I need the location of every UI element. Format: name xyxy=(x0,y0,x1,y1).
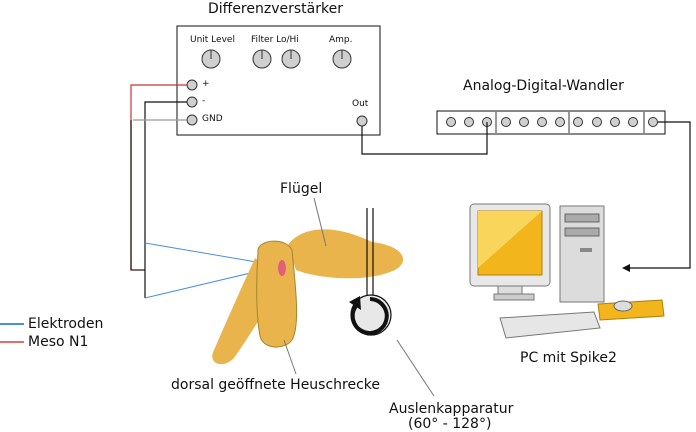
unit-level-knob xyxy=(201,49,221,69)
apparatus-range: (60° - 128°) xyxy=(408,416,492,432)
unit-level-label: Unit Level xyxy=(190,35,235,45)
computer-label: PC mit Spike2 xyxy=(520,350,617,366)
amp-knob xyxy=(332,49,352,69)
amplifier-title: Differenzverstärker xyxy=(208,1,343,17)
amplifier-box xyxy=(176,25,381,136)
wing-shape xyxy=(288,229,404,279)
legend-electrodes-label: Elektroden xyxy=(28,316,104,332)
rotation-arrowhead xyxy=(349,296,361,310)
plus-input-label: + xyxy=(202,79,210,89)
adc-to-pc-arrowhead xyxy=(622,264,630,272)
filter-hi-knob xyxy=(281,49,301,69)
gnd-input-label: GND xyxy=(202,114,223,124)
out-jack xyxy=(356,115,368,127)
legend-meso-label: Meso N1 xyxy=(28,334,89,350)
body-label: dorsal geöffnete Heuschrecke xyxy=(171,377,381,393)
minus-wire xyxy=(144,101,187,298)
body-leader xyxy=(283,339,297,375)
wing-leader xyxy=(313,197,327,247)
legend-electrodes-swatch xyxy=(0,323,24,325)
adc-to-pc-wire xyxy=(624,121,691,269)
apparatus-label: Auslenkapparatur xyxy=(389,401,514,417)
adc-dividers xyxy=(495,112,645,133)
computer-icon xyxy=(469,203,665,339)
filter-lo-knob xyxy=(252,49,272,69)
out-to-adc-wire xyxy=(361,122,488,155)
meso-n1-marker xyxy=(278,260,286,276)
minus-input-label: - xyxy=(202,96,206,106)
out-label: Out xyxy=(352,99,369,109)
adc-ports xyxy=(446,117,658,127)
filter-label: Filter Lo/Hi xyxy=(251,35,299,45)
plus-jack xyxy=(186,79,198,91)
thorax-shape xyxy=(256,240,298,348)
apparatus-leader xyxy=(396,339,435,397)
minus-jack xyxy=(186,96,198,108)
amp-label: Amp. xyxy=(329,35,353,45)
wing-label: Flügel xyxy=(280,181,323,197)
rotation-arrow xyxy=(350,297,389,335)
legend-meso-swatch xyxy=(0,341,24,343)
gnd-jack xyxy=(186,114,198,126)
adc-title: Analog-Digital-Wandler xyxy=(463,78,624,94)
